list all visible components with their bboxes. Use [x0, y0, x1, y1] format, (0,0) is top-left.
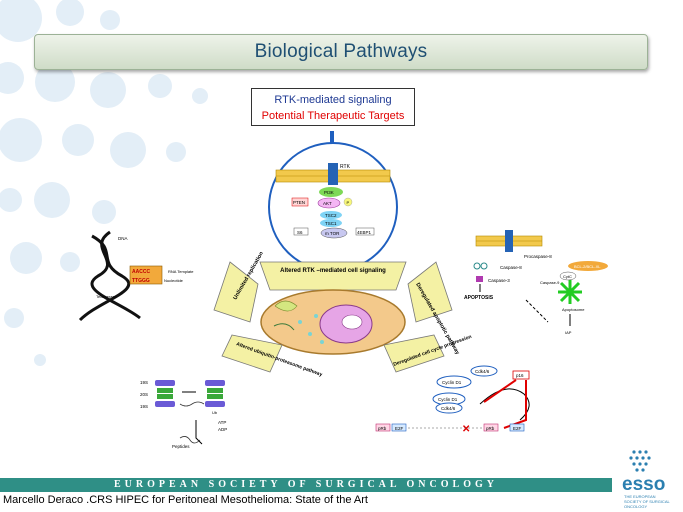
slide-caption: Marcello Deraco .CRS HIPEC for Peritonea…	[3, 494, 368, 506]
19s-top-label: 19S	[140, 380, 148, 385]
19s-bottom-label: 19S	[140, 404, 148, 409]
telomerase-panel: DNA AACCC TTGGG RNA Template Nucleotide …	[78, 230, 194, 322]
pi3k-label: PI3K	[324, 190, 334, 195]
cdk46-label: Cdk4/6	[475, 369, 490, 374]
peptides-label: Peptides	[172, 444, 190, 449]
4ebp1-label: 4EBP1	[357, 230, 372, 235]
e2f-label: E2F	[395, 426, 404, 431]
prb-label: pRb	[378, 426, 387, 431]
block-x-icon: ✕	[462, 424, 470, 435]
cyclind1-top-label: Cyclin D1	[442, 380, 462, 385]
tsc1-label: TSC1	[325, 221, 337, 226]
center-label: Altered RTK –mediated cell signaling	[280, 268, 386, 274]
cyclind1-bottom-label: Cyclin D1	[438, 397, 458, 402]
callout-line-2: Potential Therapeutic Targets	[261, 110, 405, 122]
apoptosome-label: Apoptosome	[562, 307, 585, 312]
mtor-label: m TOR	[325, 231, 340, 236]
telomerase-label: Telomerase	[96, 294, 117, 299]
nucleotide-label: Nucleotide	[164, 278, 184, 283]
ub-label: Ub	[212, 410, 218, 415]
callout-box: RTK-mediated signaling Potential Therape…	[251, 88, 415, 126]
central-cell-hub: Altered RTK –mediated cell signaling Unl…	[213, 250, 473, 378]
e2f2-label: E2F	[513, 426, 522, 431]
rna-template-label: RNA Template	[168, 269, 194, 274]
pten-label: PTEN	[293, 200, 305, 205]
caspase3-label: Caspase-3	[488, 278, 510, 283]
adp-label: ADP	[218, 427, 227, 432]
p16-label: p16	[516, 373, 524, 378]
rtk-label: RTK	[340, 164, 351, 170]
slide-title: Biological Pathways	[254, 41, 428, 62]
atp-label: ATP	[218, 420, 226, 425]
sequence-top: AACCC	[132, 269, 150, 275]
prb2-label: pRb	[486, 426, 495, 431]
apoptosis-panel: Procaspase-8 Caspase-8 Caspase-3 APOPTOS…	[464, 230, 608, 335]
procaspase8-label: Procaspase-8	[524, 254, 552, 259]
iap-label: IAP	[565, 330, 572, 335]
esso-logo-icon	[629, 450, 651, 472]
rtk-signaling-panel: RTK PI3K PTEN AKT P TSC2 TSC1 S6 m TOR 4…	[268, 142, 398, 272]
proteasome-panel: 19S 20S 19S Ub ATP ADP Peptides	[140, 380, 227, 449]
bcl-label: BCL-2/BCL-XL	[574, 264, 601, 269]
cytc-label: CytC	[563, 274, 572, 279]
title-bar: Biological Pathways	[34, 34, 648, 70]
apoptosome-icon	[558, 280, 582, 304]
phospho-label: P	[347, 200, 350, 205]
esso-logo-text: esso	[622, 474, 666, 495]
dna-label: DNA	[118, 236, 128, 241]
tsc2-label: TSC2	[325, 213, 337, 218]
caspase9-label: Caspase-9	[540, 280, 560, 285]
s6-label: S6	[297, 230, 303, 235]
esso-logo-subtitle: THE EUROPEAN SOCIETY OF SURGICAL ONCOLOG…	[624, 494, 670, 509]
footer-band	[0, 478, 612, 492]
society-name: EUROPEAN SOCIETY OF SURGICAL ONCOLOGY	[114, 479, 498, 490]
callout-line-1: RTK-mediated signaling	[274, 94, 392, 106]
sequence-bottom: TTGGG	[132, 278, 150, 284]
akt-label: AKT	[323, 201, 332, 206]
apoptosis-label: APOPTOSIS	[464, 295, 494, 301]
cell-cycle-panel: Cdk4/6 Cyclin D1 Cyclin D1 Cdk4/6 p16 pR…	[375, 365, 530, 435]
caspase8-label: Caspase-8	[500, 265, 522, 270]
cdk46-b-label: Cdk4/6	[441, 406, 456, 411]
20s-label: 20S	[140, 392, 148, 397]
